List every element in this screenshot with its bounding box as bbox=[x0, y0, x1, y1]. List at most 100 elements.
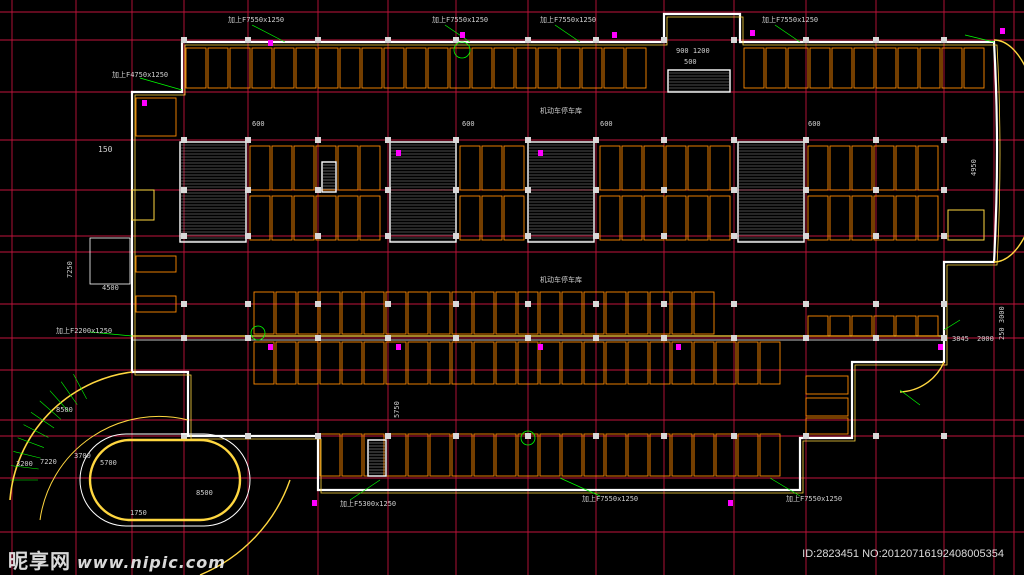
curve-radial bbox=[60, 381, 78, 405]
tag-mark bbox=[938, 344, 943, 350]
parking-slot bbox=[603, 47, 625, 89]
column bbox=[315, 433, 321, 439]
parking-slot bbox=[293, 195, 315, 241]
column bbox=[525, 335, 531, 341]
leader-line bbox=[349, 479, 381, 501]
ramp-frame bbox=[321, 161, 337, 193]
parking-slot bbox=[229, 47, 251, 89]
tag-mark bbox=[142, 100, 147, 106]
ramp-frame bbox=[667, 69, 731, 93]
column bbox=[873, 433, 879, 439]
parking-slot bbox=[537, 47, 559, 89]
curve-dim-3: 7220 bbox=[40, 458, 57, 466]
parking-slot bbox=[405, 47, 427, 89]
curve-east bbox=[899, 361, 945, 393]
parking-slot bbox=[481, 145, 503, 191]
parking-slot bbox=[503, 145, 525, 191]
dimension-text: 加上F7550x1250 加上F7550x1250 加上F7550x1250 加… bbox=[16, 15, 1006, 517]
column bbox=[873, 301, 879, 307]
parking-slot bbox=[941, 47, 963, 89]
column bbox=[873, 233, 879, 239]
parking-slot bbox=[693, 433, 715, 477]
curve-right bbox=[199, 479, 291, 575]
parking-slot bbox=[599, 145, 621, 191]
parking-slot bbox=[319, 291, 341, 335]
column bbox=[385, 335, 391, 341]
parking-slot bbox=[853, 47, 875, 89]
column bbox=[245, 37, 251, 43]
parking-slot bbox=[337, 195, 359, 241]
parking-slot bbox=[407, 341, 429, 385]
parking-slot bbox=[873, 145, 895, 191]
parking-slot bbox=[709, 195, 731, 241]
column bbox=[873, 187, 879, 193]
parking-slot bbox=[253, 341, 275, 385]
parking-slot bbox=[297, 291, 319, 335]
column bbox=[453, 301, 459, 307]
parking-slot bbox=[805, 397, 849, 417]
parking-slot bbox=[643, 195, 665, 241]
dim-4950: 4950 bbox=[970, 159, 978, 176]
parking-slot bbox=[583, 341, 605, 385]
leader-line bbox=[89, 331, 133, 337]
ramps bbox=[179, 69, 805, 477]
leader-line bbox=[774, 24, 801, 43]
parking-slot bbox=[561, 433, 583, 477]
column bbox=[941, 187, 947, 193]
curve-radial bbox=[10, 465, 39, 470]
column bbox=[731, 37, 737, 43]
ramp-label-3: 600 bbox=[600, 120, 613, 128]
parking-slot bbox=[495, 341, 517, 385]
column bbox=[315, 335, 321, 341]
tag-mark bbox=[396, 150, 401, 156]
parking-slot bbox=[621, 145, 643, 191]
column bbox=[453, 137, 459, 143]
column bbox=[315, 37, 321, 43]
stair-box bbox=[89, 237, 131, 285]
parking-slot bbox=[341, 341, 363, 385]
parking-slot bbox=[427, 47, 449, 89]
column bbox=[873, 335, 879, 341]
dim-3845: 3845 bbox=[952, 335, 969, 343]
leader-line bbox=[943, 319, 961, 331]
parking-slot bbox=[253, 291, 275, 335]
parking-slot bbox=[917, 145, 939, 191]
column bbox=[245, 187, 251, 193]
parking-slot bbox=[385, 291, 407, 335]
parking-slot bbox=[665, 145, 687, 191]
column bbox=[941, 433, 947, 439]
parking-slot bbox=[759, 341, 781, 385]
column bbox=[941, 137, 947, 143]
curve-outer bbox=[9, 371, 133, 501]
top-dim-3: 加上F7550x1250 bbox=[540, 15, 596, 24]
dim-500: 500 bbox=[684, 58, 697, 66]
parking-slot bbox=[583, 433, 605, 477]
parking-slot bbox=[737, 341, 759, 385]
column bbox=[245, 335, 251, 341]
parking-slot bbox=[599, 195, 621, 241]
watermark-logo-text: 昵享网 bbox=[8, 549, 71, 573]
parking-slot bbox=[897, 47, 919, 89]
column bbox=[453, 335, 459, 341]
curve-dim-1: 3700 bbox=[74, 452, 91, 460]
parking-slot bbox=[471, 47, 493, 89]
parking-slot bbox=[271, 195, 293, 241]
parking-slot bbox=[605, 341, 627, 385]
column bbox=[385, 187, 391, 193]
ramp-frame bbox=[367, 439, 387, 477]
stair-box-west bbox=[131, 189, 155, 221]
parking-slot bbox=[315, 195, 337, 241]
column bbox=[315, 233, 321, 239]
curve-dim-7: 1750 bbox=[130, 509, 147, 517]
column bbox=[803, 233, 809, 239]
parking-slot bbox=[829, 145, 851, 191]
parking-slot bbox=[275, 341, 297, 385]
column bbox=[525, 187, 531, 193]
parking-slot bbox=[805, 417, 849, 435]
watermark-id: ID:2823451 NO:20120716192408005354 bbox=[802, 548, 1004, 560]
parking-slot bbox=[339, 47, 361, 89]
column bbox=[661, 335, 667, 341]
tag-mark bbox=[312, 500, 317, 506]
parking-slot bbox=[709, 145, 731, 191]
